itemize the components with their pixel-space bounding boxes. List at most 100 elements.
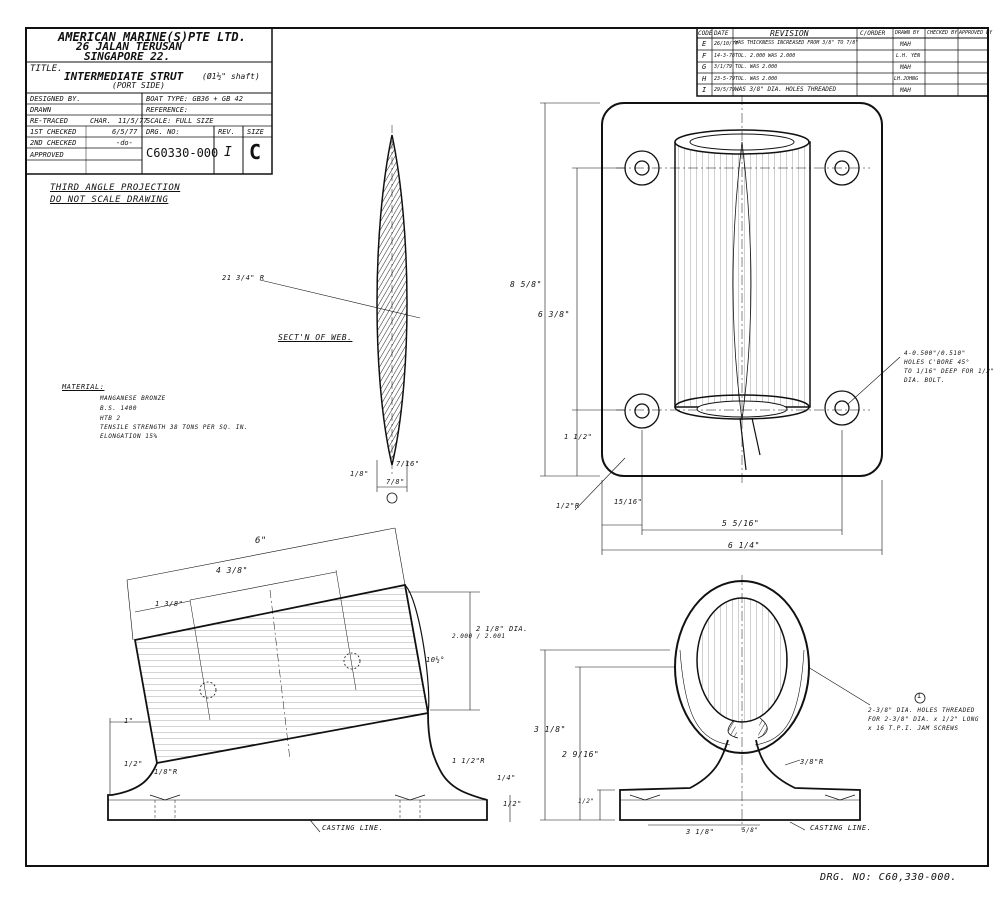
threaded-note: x 16 T.P.I. JAM SCREWS (868, 725, 959, 732)
rev-header-checked: CHECKED BY (927, 30, 958, 36)
company-address: 26 JALAN TERUSAN (76, 40, 182, 53)
holes-note: TO 1/16" DEEP FOR 1/2" (904, 368, 995, 375)
drawing-title: INTERMEDIATE STRUT (64, 70, 184, 83)
dim-bore-dia: 2 1/8" DIA. (476, 625, 528, 633)
rev-header-code: CODE (698, 30, 713, 37)
retraced-date: 11/5/77 (118, 117, 148, 125)
rev-row-text: WAS 3/8" DIA. HOLES THREADED (735, 86, 837, 93)
dim-front-height2: 2 9/16" (562, 750, 600, 759)
projection-note: THIRD ANGLE PROJECTION (50, 183, 181, 193)
web-section-view (259, 125, 421, 504)
dim-base-thk: 1/2" (503, 800, 522, 808)
dim-front-width: 3 1/8" (686, 828, 715, 836)
dim-web-tip: 1/8" (350, 470, 369, 478)
rev-header-revision: REVISION (770, 29, 809, 38)
rev-row-drawn: MAH (900, 64, 911, 71)
rev-row-code: I (702, 86, 707, 94)
material-line: TENSILE STRENGTH 38 TONS PER SQ. IN. (100, 424, 249, 431)
rev-balloon: I (917, 692, 922, 700)
rev-row-code: H (702, 75, 707, 83)
dim-fillet-radius: 1 1/2"R (452, 757, 486, 765)
rev-header-drawn: DRAWN BY (895, 30, 920, 36)
rev-row-text: TOL. WAS 2.000 (735, 76, 778, 82)
dim-overall-width: 6 1/4" (728, 541, 760, 550)
retraced-value: CHAR. (90, 117, 112, 125)
size-label: SIZE (247, 128, 264, 136)
dim-1in: 1" (124, 717, 134, 725)
drawn-label: DRAWN (30, 106, 52, 114)
retraced-label: RE-TRACED (30, 117, 68, 125)
rev-row-date: 14-3-78 (714, 53, 736, 59)
holes-note: 4-0.500"/0.510" (904, 350, 966, 357)
material-line: ELONGATION 15% (100, 433, 158, 440)
rev-row-drawn: L.H. YEN (896, 53, 921, 59)
rev-row-date: 3/1/79 (714, 64, 733, 70)
rev-header-corder: C/ORDER (860, 30, 886, 37)
rev-row-date: 29/5/79 (714, 87, 736, 93)
drg-no: C60330-000 (146, 146, 219, 160)
dim-bore-tol: 2.000 / 2.001 (452, 633, 506, 640)
material-line: B.S. 1400 (100, 405, 138, 412)
dim-foot-radius: 1/8"R (154, 768, 178, 776)
dim-front-radius: 3/8"R (800, 758, 824, 766)
drg-no-label: DRG. NO: (146, 128, 180, 136)
dim-side-radius: 1/2" (124, 760, 143, 768)
material-line: MANGANESE BRONZE (100, 395, 166, 402)
first-checked-label: 1ST CHECKED (30, 128, 77, 136)
size-value: C (249, 140, 262, 164)
dim-length-1: 1 3/8" (155, 600, 184, 608)
rev-row-text: WAS THICKNESS INCREASED FROM 3/8" TO 7/8… (735, 40, 859, 46)
plan-view (540, 95, 901, 555)
dim-front-web: 5/8" (742, 827, 759, 834)
material-title: MATERIAL: (62, 383, 105, 391)
rev-row-drawn: MAH (900, 87, 911, 94)
material-line: HTB 2 (100, 415, 121, 422)
dim-hole-x: 15/16" (614, 498, 643, 506)
approved-label: APPROVED (30, 151, 64, 159)
dim-front-height1: 3 1/8" (534, 725, 566, 734)
dim-length-4: 4 3/8" (216, 566, 248, 575)
dim-web-bottom: 7/8" (386, 478, 405, 486)
rev-header-date: DATE (714, 30, 729, 37)
rev-row-code: F (702, 52, 707, 60)
rev-row-drawn: LH.JOHNG (894, 76, 919, 82)
rev-value: I (224, 145, 232, 160)
dim-overall-height: 8 5/8" (510, 280, 542, 289)
dim-hole-height: 6 3/8" (538, 310, 570, 319)
dim-corner-radius: 1/2"R (556, 502, 580, 510)
dim-length-6: 6" (255, 536, 267, 546)
section-label: SECT'N OF WEB. (278, 333, 353, 342)
dim-front-base: 1/2" (578, 798, 595, 805)
sheet-border (25, 27, 989, 867)
holes-note: HOLES C'BORE 45° (904, 359, 970, 366)
rev-row-date: 23-5-79 (714, 76, 736, 82)
rev-row-text: TOL. WAS 2.000 (735, 64, 778, 70)
drawing-title-note: (Ø1½" shaft) (202, 72, 260, 81)
rev-row-drawn: MAH (900, 41, 911, 48)
company-name: AMERICAN MARINE(S)PTE LTD. (58, 30, 246, 44)
threaded-note: 2-3/8" DIA. HOLES THREADED (868, 707, 975, 714)
dim-web-thickness: 7/16" (396, 460, 420, 468)
rev-row-text: TOL. 2.000 WAS 2.000 (735, 53, 796, 59)
dim-angle: 10½° (426, 656, 445, 664)
designed-label: DESIGNED BY. (30, 95, 81, 103)
first-checked-date: 6/5/77 (112, 128, 138, 136)
drawing-subtitle: (PORT SIDE) (112, 81, 165, 90)
rev-header-approved: APPROVED BY (959, 30, 993, 36)
reference: REFERENCE: (146, 106, 189, 114)
title-label: TITLE. (30, 64, 63, 74)
dim-base-thk2: 1/4" (497, 774, 516, 782)
boat-type: BOAT TYPE: GB36 + GB 42 (146, 95, 243, 103)
dim-hole-pitch: 5 5/16" (722, 519, 760, 528)
scale: SCALE: FULL SIZE (146, 117, 214, 125)
rev-row-code: G (702, 63, 707, 71)
front-view (540, 575, 926, 831)
side-view (107, 527, 511, 833)
rev-row-date: 26/10/77 (714, 41, 739, 47)
second-checked-date: -do- (116, 139, 133, 147)
rev-row-code: E (702, 40, 707, 48)
dim-base-height: 1 1/2" (564, 433, 593, 441)
do-not-scale-note: DO NOT SCALE DRAWING (50, 195, 169, 205)
